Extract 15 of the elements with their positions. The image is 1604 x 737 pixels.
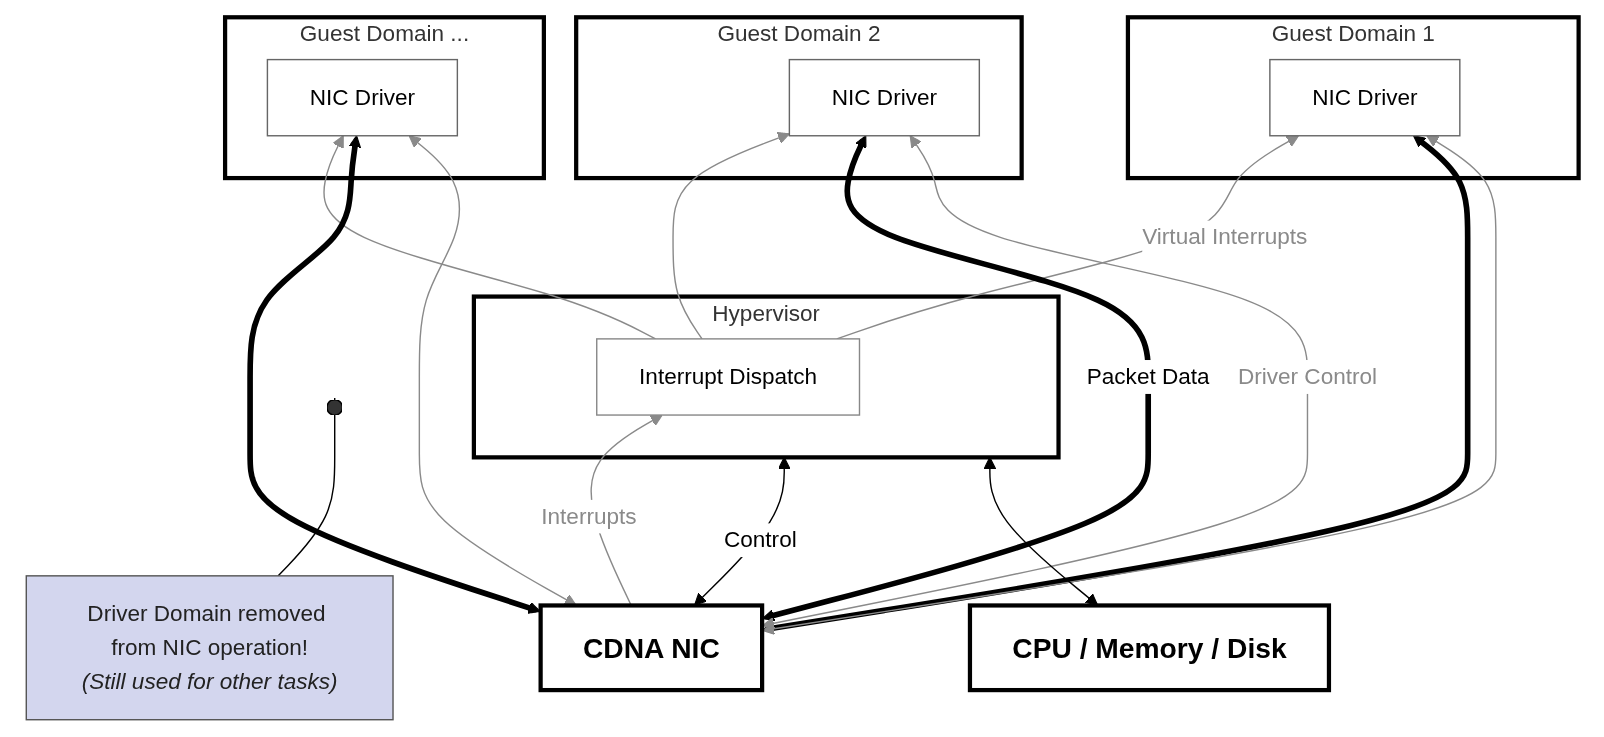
node-box: CDNA NIC: [538, 603, 764, 693]
node-box: CPU / Memory / Disk: [967, 603, 1331, 693]
edge-label: Control: [723, 527, 797, 552]
arrow: [671, 132, 790, 340]
edge-label: Packet Data: [1086, 364, 1210, 389]
arrow: [322, 135, 656, 340]
edge-label: Driver Control: [1237, 364, 1377, 389]
node-box: Interrupt Dispatch: [595, 338, 860, 416]
node-box: Driver Domain removed from NIC operation! (Still used for other tasks): [25, 575, 394, 721]
node-box: NIC Driver: [266, 58, 458, 137]
edge-label: Interrupts: [540, 503, 637, 528]
edge-label: Virtual Interrupts: [1141, 224, 1307, 249]
node-box: NIC Driver: [788, 58, 980, 137]
node-box: NIC Driver: [1268, 58, 1461, 137]
connector: [277, 397, 343, 577]
